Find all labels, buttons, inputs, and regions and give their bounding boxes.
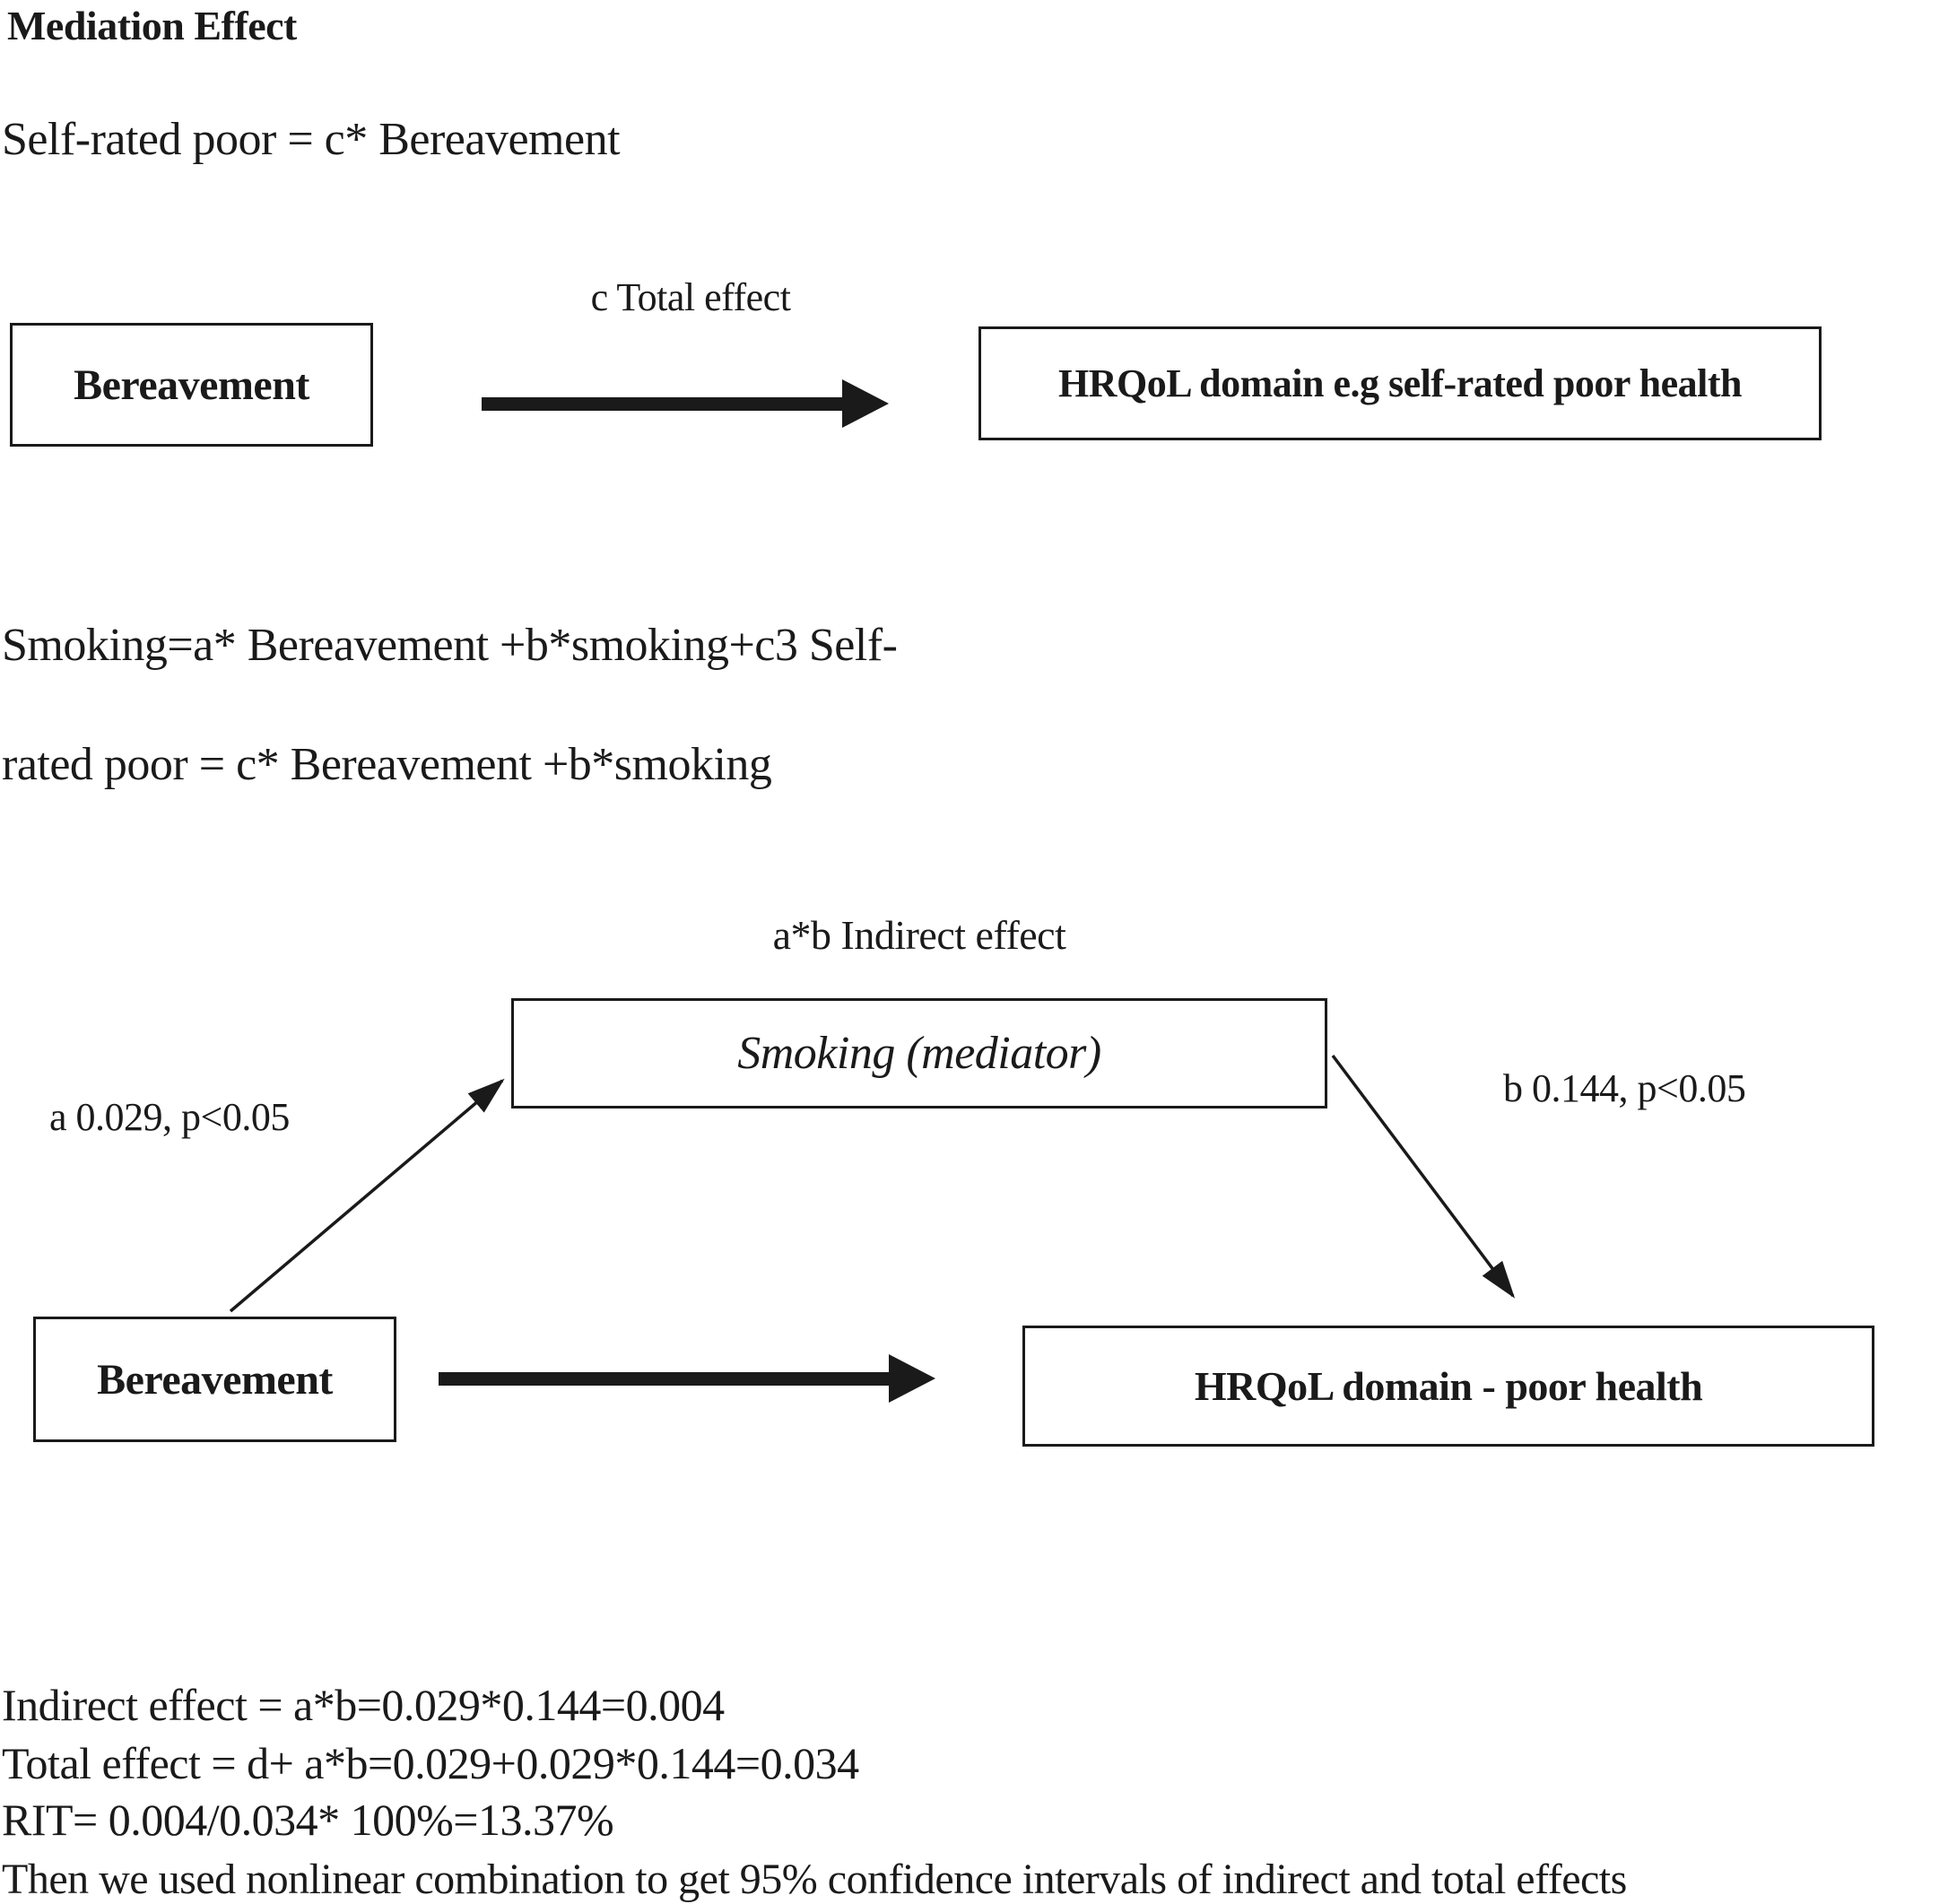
direct-effect-arrowhead-icon [889,1354,935,1403]
figure-title: Mediation Effect [7,3,297,48]
box-bereavement-bottom: Bereavement [33,1317,396,1442]
box-bereavement-bottom-label: Bereavement [97,1355,333,1404]
box-hrqol-self-rated-label: HRQoL domain e.g self-rated poor health [1058,361,1742,405]
total-effect-arrowhead-icon [842,379,889,428]
direct-effect-arrow-shaft [439,1372,889,1386]
box-hrqol-poor-health: HRQoL domain - poor health [1022,1326,1874,1447]
equation-total-effect: Self-rated poor = c* Bereavement [2,114,621,165]
box-smoking-mediator-label: Smoking (mediator) [737,1028,1101,1079]
result-note: Then we used nonlinear combination to ge… [2,1856,1627,1903]
box-bereavement-top-label: Bereavement [74,361,309,409]
label-path-a: a 0.029, p<0.05 [49,1095,290,1139]
result-indirect-effect: Indirect effect = a*b=0.029*0.144=0.004 [2,1680,725,1730]
box-hrqol-self-rated: HRQoL domain e.g self-rated poor health [978,326,1822,440]
equation-mediation-line2: rated poor = c* Bereavement +b*smoking [2,739,772,790]
result-total-effect: Total effect = d+ a*b=0.029+0.029*0.144=… [2,1738,859,1788]
equation-mediation-line1: Smoking=a* Bereavement +b*smoking+c3 Sel… [2,620,898,671]
result-rit: RIT= 0.004/0.034* 100%=13.37% [2,1795,614,1845]
total-effect-arrow-shaft [482,397,842,411]
box-smoking-mediator: Smoking (mediator) [511,998,1327,1108]
label-path-b: b 0.144, p<0.05 [1503,1066,1746,1110]
path-b-arrow [1331,1054,1516,1299]
box-bereavement-top: Bereavement [10,323,373,447]
label-c-total-effect: c Total effect [590,275,791,319]
box-hrqol-poor-health-label: HRQoL domain - poor health [1194,1363,1703,1409]
label-indirect-effect: a*b Indirect effect [772,912,1066,958]
